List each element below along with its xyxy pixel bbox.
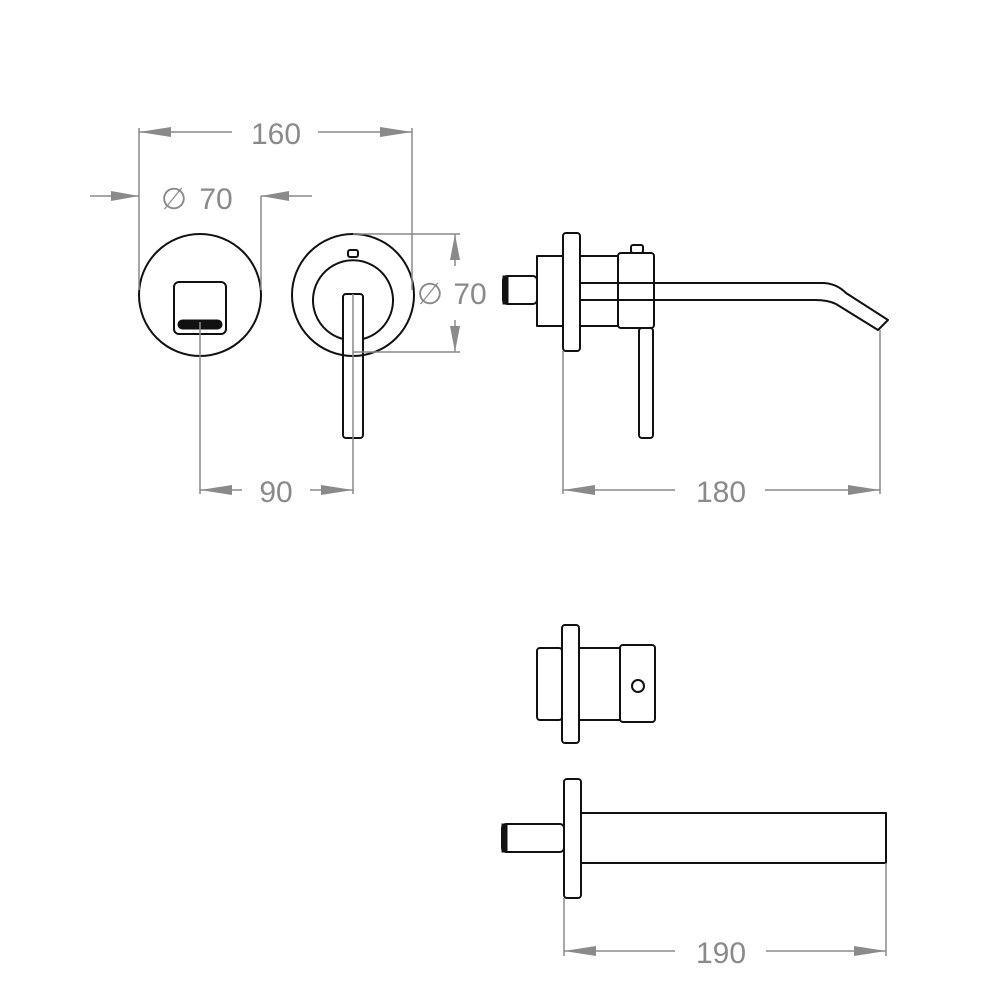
top-mixer-body (536, 647, 563, 721)
top-view-spout (501, 778, 887, 899)
dim-left-diameter: ∅ 70 (90, 183, 312, 290)
dim-160: 160 (138, 118, 413, 290)
dim-left-diameter-symbol: ∅ (161, 183, 187, 216)
dim-90-label: 90 (259, 476, 292, 509)
top-view-mixer (536, 624, 656, 744)
dim-190-label: 190 (696, 937, 746, 970)
side-lever-handle (638, 327, 654, 439)
front-view (138, 233, 415, 439)
dim-right-diameter: ∅ 70 (353, 233, 487, 353)
side-body-right (579, 255, 619, 327)
side-spout (579, 282, 889, 331)
top-mixer-handle-block (619, 644, 656, 723)
top-spout-inlet (501, 823, 565, 853)
dim-180-label: 180 (696, 476, 746, 509)
dimensions: 160 ∅ 70 ∅ 70 (90, 118, 887, 970)
top-spout-inlet-cap (501, 823, 508, 853)
side-view (502, 232, 889, 439)
lever-pivot (347, 249, 359, 258)
dim-190: 190 (563, 863, 887, 970)
dim-left-diameter-label: 70 (199, 183, 232, 216)
lever-base-arc (312, 259, 394, 340)
side-body-left (536, 255, 564, 327)
dim-right-diameter-symbol: ∅ (417, 278, 443, 311)
dim-90: 90 (199, 294, 354, 509)
dim-right-diameter-label: 70 (453, 278, 486, 311)
top-mixer-plate (561, 624, 580, 744)
top-spout-arm (580, 812, 887, 864)
top-spout-plate (563, 778, 582, 899)
top-mixer-screw-hole (631, 679, 645, 693)
side-wall-plate (562, 232, 581, 352)
dim-160-label: 160 (251, 118, 301, 151)
top-mixer-cartridge (578, 647, 621, 721)
dim-180: 180 (562, 330, 881, 509)
side-inlet-cap (502, 275, 509, 305)
side-lever-cap (630, 244, 644, 254)
side-lever-block (617, 252, 655, 329)
